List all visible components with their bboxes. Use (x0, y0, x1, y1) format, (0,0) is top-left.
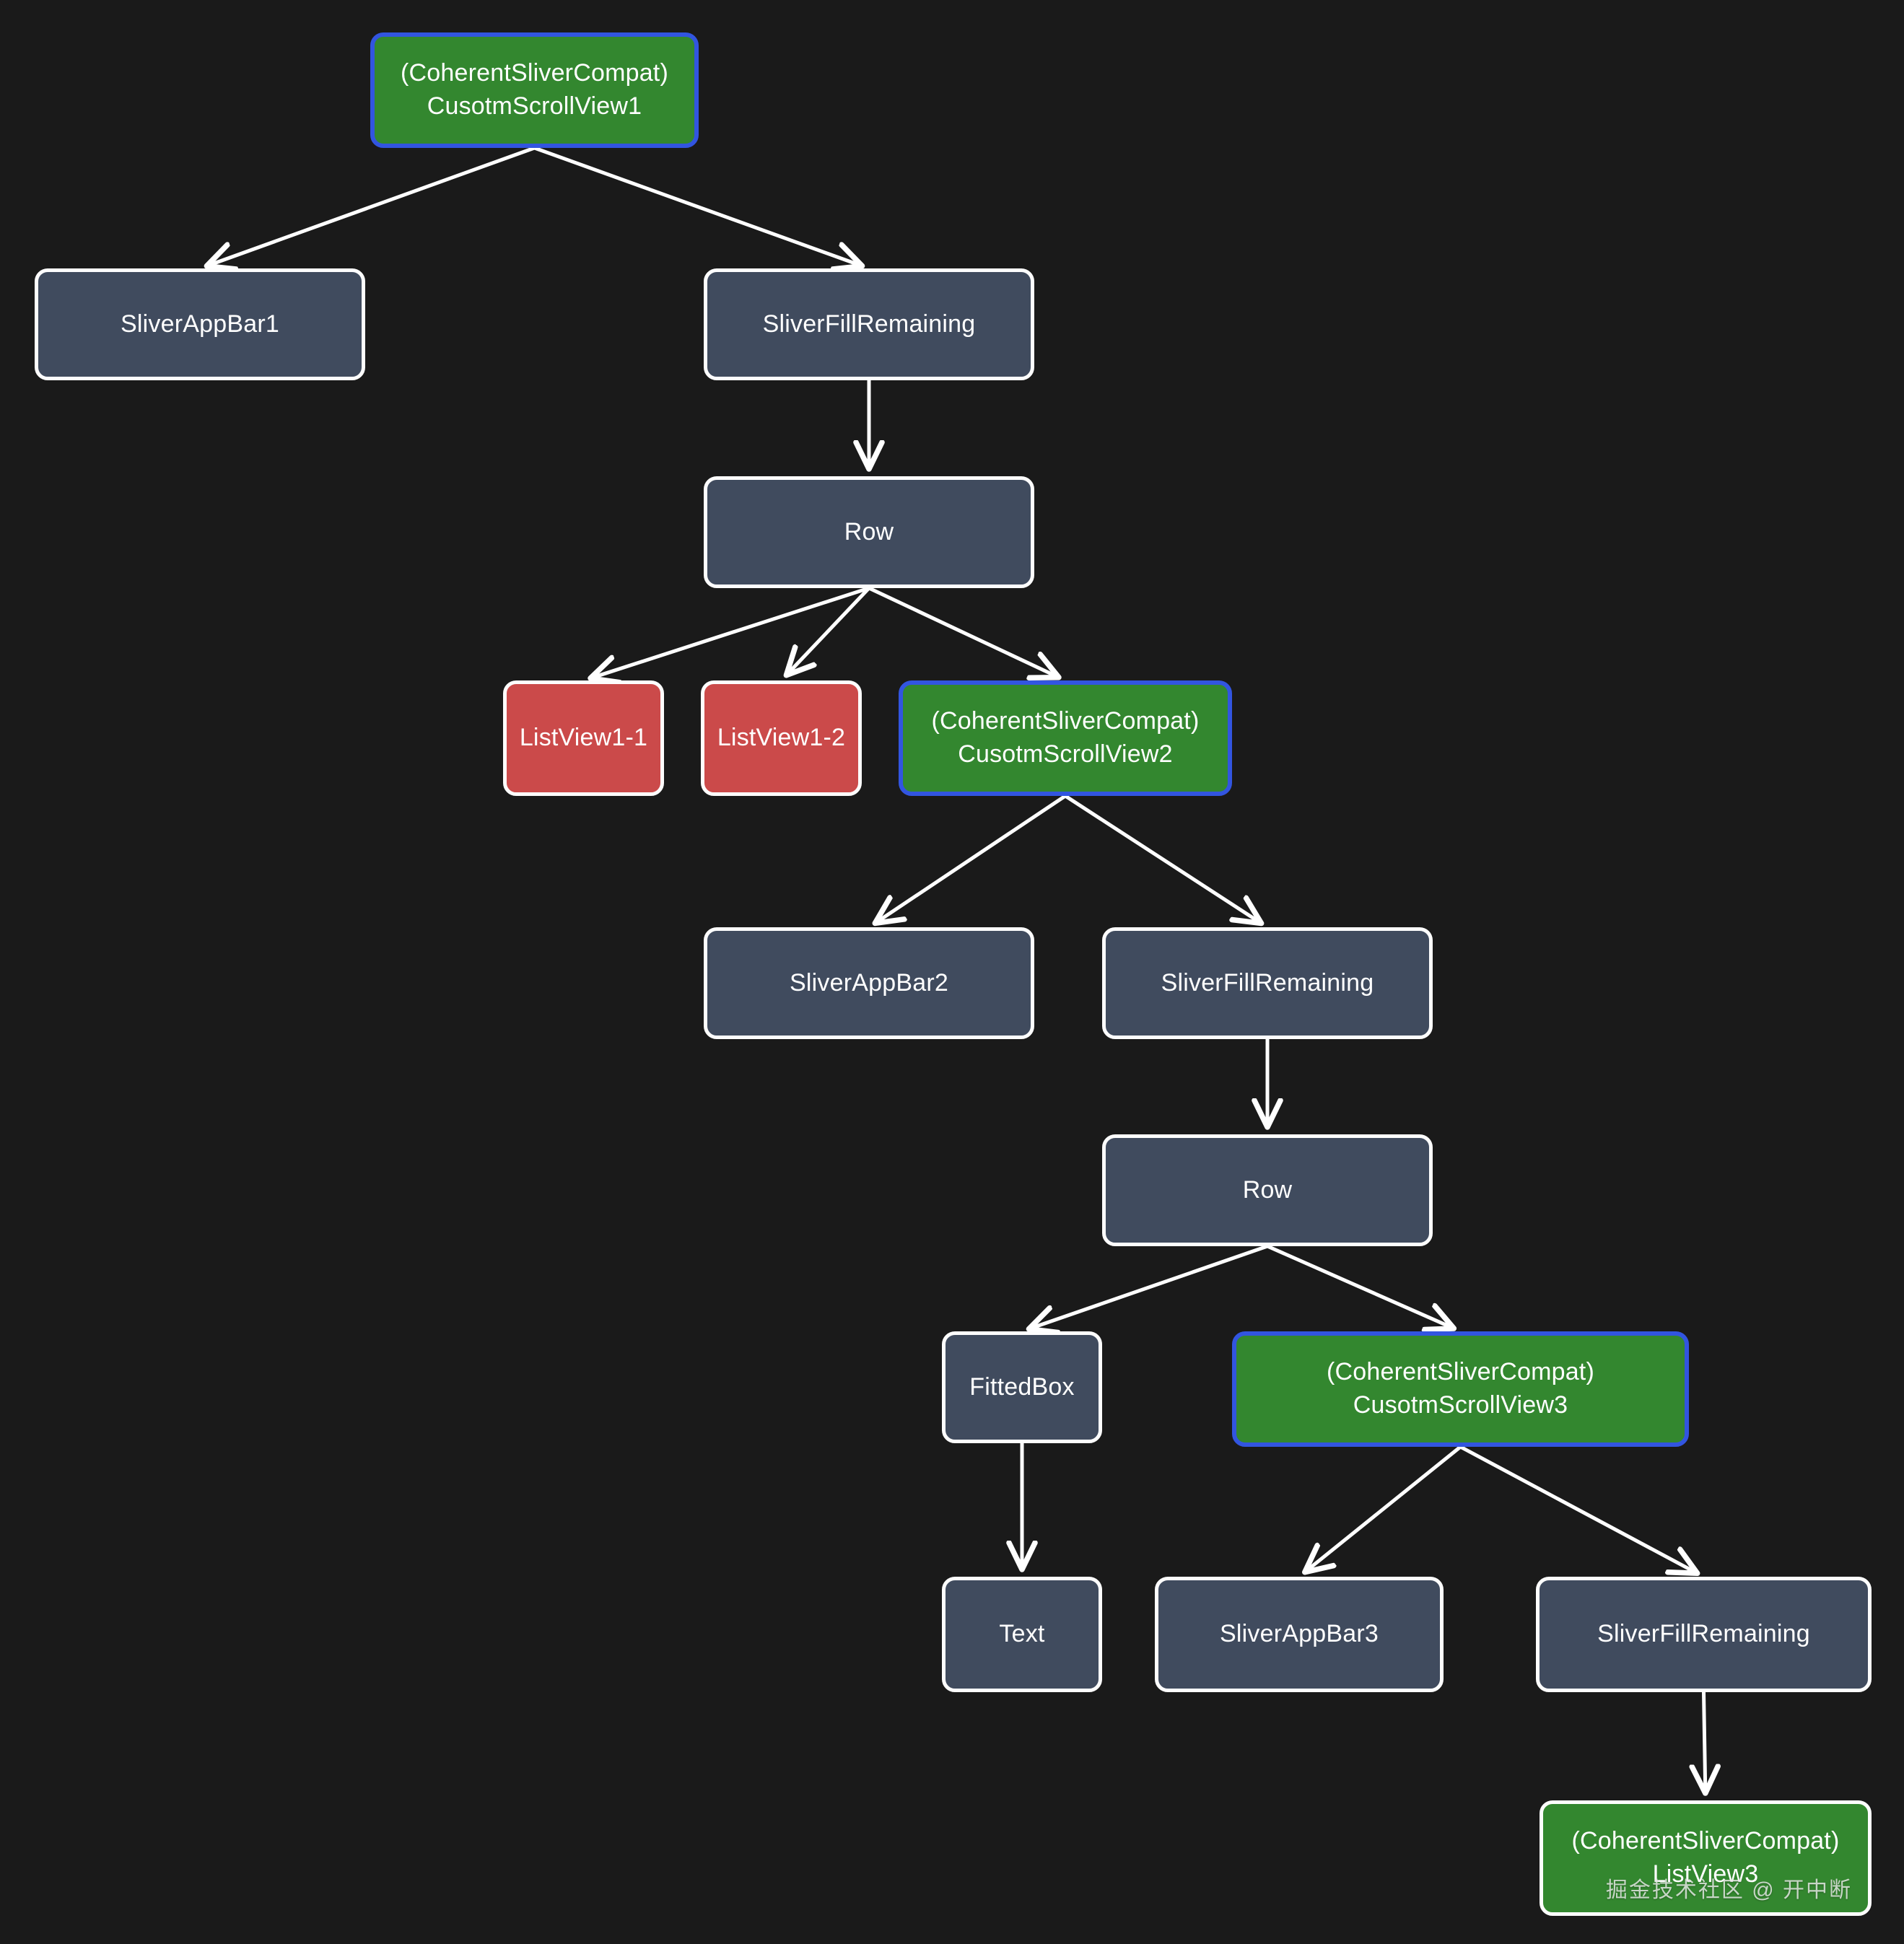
edge-row1-to-lv11 (593, 586, 871, 678)
node-label: CusotmScrollView2 (958, 740, 1173, 768)
node-csv3[interactable]: (CoherentSliverCompat) CusotmScrollView3 (1232, 1331, 1689, 1447)
node-label: FittedBox (969, 1372, 1075, 1401)
node-label: SliverFillRemaining (762, 310, 976, 338)
node-label: SliverAppBar3 (1220, 1620, 1379, 1648)
node-fb[interactable]: FittedBox (942, 1331, 1102, 1443)
node-label: (CoherentSliverCompat) (931, 707, 1200, 735)
node-label: Row (844, 517, 894, 546)
edge-csv1-to-sfr1 (533, 146, 860, 265)
node-sfr2[interactable]: SliverFillRemaining (1102, 927, 1433, 1039)
node-lv12[interactable]: ListView1-2 (701, 680, 862, 796)
node-label: SliverFillRemaining (1161, 968, 1374, 997)
node-row2[interactable]: Row (1102, 1134, 1433, 1246)
node-csv2[interactable]: (CoherentSliverCompat) CusotmScrollView2 (899, 680, 1232, 796)
edge-row2-to-csv3 (1265, 1244, 1451, 1327)
edge-row1-to-lv12 (788, 586, 871, 673)
node-label: CusotmScrollView3 (1353, 1391, 1568, 1419)
node-label: CusotmScrollView1 (427, 92, 642, 120)
node-label: Row (1242, 1175, 1293, 1204)
node-label: Text (999, 1620, 1045, 1648)
node-label: SliverAppBar2 (790, 968, 948, 997)
node-sfr1[interactable]: SliverFillRemaining (704, 268, 1034, 380)
node-text[interactable]: Text (942, 1577, 1102, 1692)
node-csv1[interactable]: (CoherentSliverCompat) CusotmScrollView1 (370, 32, 699, 148)
edge-row1-to-csv2 (867, 586, 1056, 676)
node-lv11[interactable]: ListView1-1 (503, 680, 664, 796)
node-sfr3[interactable]: SliverFillRemaining (1536, 1577, 1872, 1692)
node-label: (CoherentSliverCompat) (401, 59, 668, 87)
node-label: (CoherentSliverCompat) (1327, 1358, 1594, 1386)
edge-csv2-to-sfr2 (1063, 794, 1259, 921)
node-label: ListView1-2 (717, 724, 846, 752)
edge-csv2-to-sab2 (878, 794, 1067, 921)
watermark-text: 掘金技术社区 @ 开中断 (1605, 1878, 1852, 1902)
edge-row2-to-fb (1031, 1244, 1270, 1328)
edge-csv3-to-sab3 (1307, 1445, 1462, 1570)
edge-csv1-to-sab1 (209, 146, 536, 265)
node-label: ListView3 (1652, 1860, 1759, 1888)
node-label: SliverAppBar1 (121, 310, 279, 338)
edge-csv3-to-sfr3 (1459, 1445, 1695, 1572)
node-label: SliverFillRemaining (1597, 1620, 1810, 1648)
node-sab2[interactable]: SliverAppBar2 (704, 927, 1034, 1039)
node-sab1[interactable]: SliverAppBar1 (35, 268, 365, 380)
node-label: (CoherentSliverCompat) (1571, 1827, 1840, 1855)
node-label: ListView1-1 (519, 724, 648, 752)
node-row1[interactable]: Row (704, 476, 1034, 588)
node-sab3[interactable]: SliverAppBar3 (1155, 1577, 1444, 1692)
edge-sfr3-to-lv3 (1704, 1690, 1706, 1790)
